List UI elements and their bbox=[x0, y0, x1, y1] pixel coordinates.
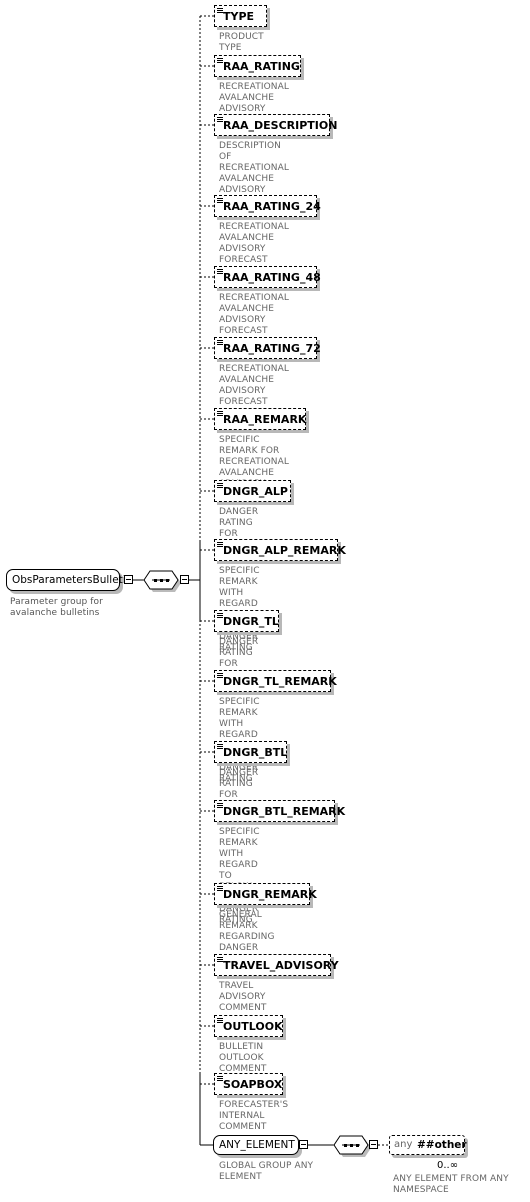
any-sequence-collapse-icon[interactable] bbox=[369, 1140, 378, 1149]
element-description: RECREATIONAL AVALANCHE ADVISORY bbox=[219, 82, 289, 114]
element-lines-icon bbox=[217, 1018, 223, 1025]
element-label: OUTLOOK bbox=[223, 1020, 283, 1033]
element-label: DNGR_ALP bbox=[223, 485, 288, 498]
element-box[interactable]: OUTLOOK bbox=[214, 1015, 283, 1037]
element-box[interactable]: DNGR_TL_REMARK bbox=[214, 670, 337, 692]
element-box[interactable]: DNGR_BTL_REMARK bbox=[214, 800, 345, 822]
any-namespace: ##other bbox=[417, 1139, 467, 1151]
element-box[interactable]: RAA_REMARK bbox=[214, 408, 306, 430]
element-label: SOAPBOX bbox=[223, 1078, 283, 1091]
element-lines-icon bbox=[217, 58, 223, 65]
element-label: RAA_RATING bbox=[223, 60, 300, 73]
element-lines-icon bbox=[217, 269, 223, 276]
element-box[interactable]: DNGR_REMARK bbox=[214, 883, 317, 905]
element-box[interactable]: RAA_RATING_24 bbox=[214, 195, 321, 217]
element-label: TRAVEL_ADVISORY bbox=[223, 959, 339, 972]
element-lines-icon bbox=[217, 340, 223, 347]
element-box[interactable]: RAA_RATING bbox=[214, 55, 301, 77]
element-label: RAA_RATING_24 bbox=[223, 200, 321, 213]
element-box[interactable]: SOAPBOX bbox=[214, 1073, 283, 1095]
any-element-box[interactable]: any ##other bbox=[389, 1135, 467, 1155]
element-box[interactable]: RAA_RATING_48 bbox=[214, 266, 321, 288]
sequence-icon[interactable] bbox=[144, 570, 182, 594]
element-box[interactable]: RAA_DESCRIPTION bbox=[214, 114, 337, 136]
any-element-group-box[interactable]: ANY_ELEMENT bbox=[213, 1135, 299, 1155]
any-keyword: any bbox=[394, 1139, 413, 1150]
element-lines-icon bbox=[217, 613, 223, 620]
element-label: RAA_DESCRIPTION bbox=[223, 119, 338, 132]
element-label: DNGR_BTL_REMARK bbox=[223, 805, 346, 818]
element-box[interactable]: TRAVEL_ADVISORY bbox=[214, 954, 339, 976]
element-label: RAA_REMARK bbox=[223, 413, 307, 426]
element-label: DNGR_TL bbox=[223, 615, 279, 628]
any-sequence-icon[interactable] bbox=[334, 1135, 372, 1159]
any-element-group-description: GLOBAL GROUP ANY ELEMENT bbox=[219, 1161, 314, 1182]
any-group-collapse-icon[interactable] bbox=[299, 1140, 308, 1149]
element-box[interactable]: DNGR_ALP bbox=[214, 480, 291, 502]
element-box[interactable]: DNGR_BTL bbox=[214, 741, 287, 763]
element-lines-icon bbox=[217, 542, 223, 549]
sequence-collapse-icon[interactable] bbox=[180, 575, 189, 584]
element-box[interactable]: RAA_RATING_72 bbox=[214, 337, 321, 359]
element-lines-icon bbox=[217, 957, 223, 964]
element-lines-icon bbox=[217, 198, 223, 205]
element-label: DNGR_BTL bbox=[223, 746, 288, 759]
element-box[interactable]: TYPE bbox=[214, 5, 267, 27]
element-lines-icon bbox=[217, 803, 223, 810]
element-lines-icon bbox=[217, 744, 223, 751]
element-lines-icon bbox=[217, 673, 223, 680]
element-lines-icon bbox=[217, 117, 223, 124]
root-collapse-icon[interactable] bbox=[124, 575, 133, 584]
element-label: RAA_RATING_72 bbox=[223, 342, 321, 355]
root-group-box[interactable]: ObsParametersBulletin bbox=[6, 569, 132, 591]
element-label: RAA_RATING_48 bbox=[223, 271, 321, 284]
element-label: TYPE bbox=[223, 10, 255, 23]
element-lines-icon bbox=[217, 1076, 223, 1083]
element-lines-icon bbox=[217, 483, 223, 490]
element-description: TRAVEL ADVISORY COMMENT bbox=[219, 981, 267, 1013]
any-element-occurrence: 0..∞ bbox=[437, 1160, 459, 1171]
element-description: PRODUCT TYPE bbox=[219, 32, 264, 53]
element-label: DNGR_ALP_REMARK bbox=[223, 544, 346, 557]
root-group-description: Parameter group for avalanche bulletins bbox=[10, 597, 103, 618]
any-element-group-label: ANY_ELEMENT bbox=[219, 1139, 295, 1151]
element-label: DNGR_REMARK bbox=[223, 888, 317, 901]
any-element-description: ANY ELEMENT FROM ANY NAMESPACE bbox=[393, 1174, 509, 1195]
element-lines-icon bbox=[217, 8, 223, 15]
element-lines-icon bbox=[217, 886, 223, 893]
element-box[interactable]: DNGR_TL bbox=[214, 610, 279, 632]
element-label: DNGR_TL_REMARK bbox=[223, 675, 337, 688]
element-lines-icon bbox=[217, 411, 223, 418]
element-box[interactable]: DNGR_ALP_REMARK bbox=[214, 539, 346, 561]
element-description: BULLETIN OUTLOOK COMMENT bbox=[219, 1042, 267, 1074]
element-description: FORECASTER'S INTERNAL COMMENT bbox=[219, 1100, 289, 1132]
root-group-label: ObsParametersBulletin bbox=[12, 574, 133, 586]
